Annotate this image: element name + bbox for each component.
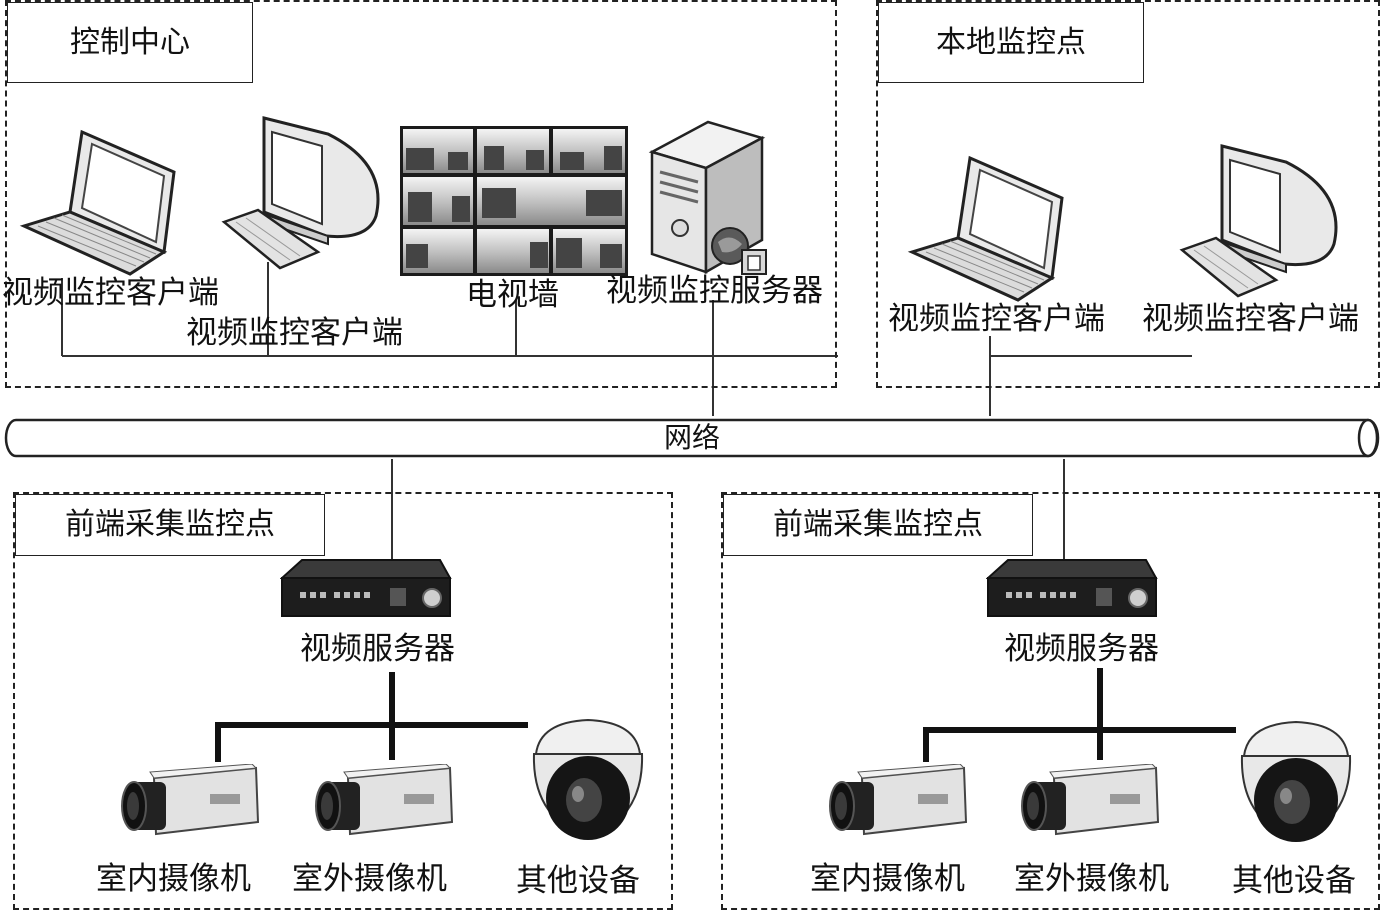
dome-camera-icon <box>532 718 644 840</box>
front-left-dvr-label: 视频服务器 <box>300 631 455 667</box>
front-left-outdoor-camera-label: 室外摄像机 <box>292 861 447 897</box>
server-tower-icon <box>648 120 767 275</box>
control-laptop-label: 视频监控客户端 <box>2 275 219 311</box>
network-label: 网络 <box>664 421 721 454</box>
front-left-other-label: 其他设备 <box>516 863 640 899</box>
box-camera-icon <box>121 764 260 836</box>
dvr-icon <box>986 559 1158 617</box>
dome-camera-icon <box>1240 720 1352 842</box>
video-wall-icon <box>400 126 628 276</box>
front-right-indoor-camera-label: 室内摄像机 <box>810 861 965 897</box>
laptop-icon <box>907 155 1064 302</box>
front-left-zone: 前端采集监控点 <box>13 492 673 910</box>
front-right-title: 前端采集监控点 <box>723 494 1033 556</box>
video-wall-label: 电视墙 <box>466 277 559 313</box>
front-right-zone: 前端采集监控点 <box>721 492 1380 910</box>
box-camera-icon <box>829 764 968 836</box>
local-monitor-zone: 本地监控点 <box>876 0 1380 388</box>
network-pipe <box>4 418 1380 458</box>
local-laptop-label: 视频监控客户端 <box>888 301 1105 337</box>
dvr-icon <box>280 559 452 617</box>
front-right-outdoor-camera-label: 室外摄像机 <box>1014 861 1169 897</box>
front-left-title: 前端采集监控点 <box>15 494 325 556</box>
front-right-dvr-label: 视频服务器 <box>1004 631 1159 667</box>
monitor-server-label: 视频监控服务器 <box>606 273 823 309</box>
control-desktop-label: 视频监控客户端 <box>186 315 403 351</box>
local-desktop-label: 视频监控客户端 <box>1142 301 1359 337</box>
desktop-computer-icon <box>1179 144 1338 298</box>
laptop-icon <box>19 129 176 276</box>
local-monitor-title: 本地监控点 <box>878 2 1144 83</box>
control-center-zone: 控制中心 <box>5 0 837 388</box>
control-center-title: 控制中心 <box>7 2 253 83</box>
box-camera-icon <box>315 764 454 836</box>
box-camera-icon <box>1021 764 1160 836</box>
front-right-other-label: 其他设备 <box>1232 863 1356 899</box>
front-left-indoor-camera-label: 室内摄像机 <box>96 861 251 897</box>
desktop-computer-icon <box>221 116 380 270</box>
